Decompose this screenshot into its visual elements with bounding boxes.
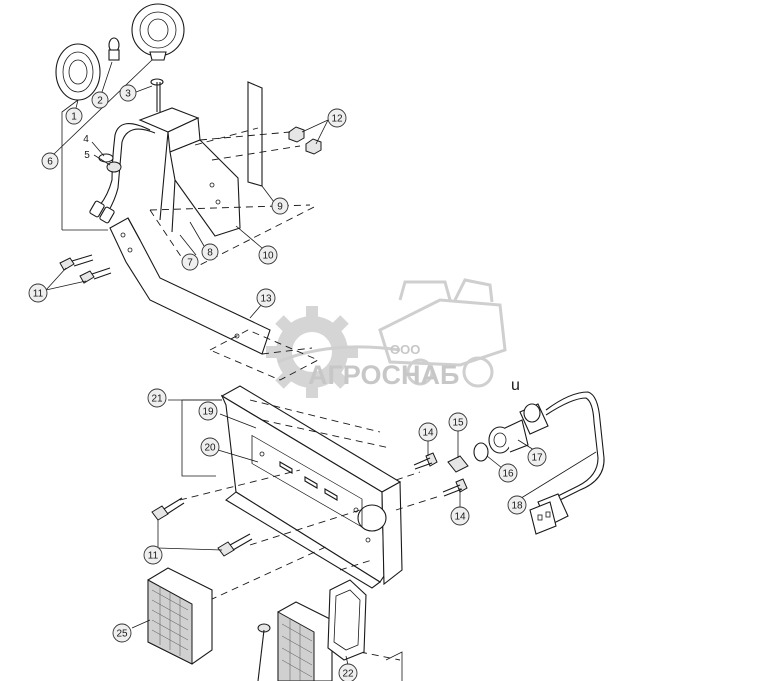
svg-text:14: 14 xyxy=(454,512,466,523)
mounting-bolt xyxy=(150,78,164,112)
bolt-upper-14 xyxy=(413,452,438,470)
svg-text:11: 11 xyxy=(148,551,159,562)
watermark-prefix: ООО xyxy=(390,342,420,357)
callout-22: 22 xyxy=(338,663,358,681)
svg-text:19: 19 xyxy=(202,407,214,418)
washer xyxy=(98,153,114,163)
callout-10: 10 xyxy=(258,245,278,265)
lamp-wiring xyxy=(89,123,156,224)
svg-text:14: 14 xyxy=(422,428,434,439)
callout-6: 6 xyxy=(41,152,59,170)
callout-13: 13 xyxy=(256,288,276,308)
svg-text:25: 25 xyxy=(116,629,128,640)
lamp-right xyxy=(131,3,185,61)
callout-2: 2 xyxy=(91,91,109,109)
svg-text:21: 21 xyxy=(151,394,163,405)
callout-19: 19 xyxy=(198,401,218,421)
screw xyxy=(257,623,271,681)
lamp-bracket xyxy=(138,107,241,237)
callout-21: 21 xyxy=(147,388,167,408)
callout-17: 17 xyxy=(527,447,547,467)
callout-3: 3 xyxy=(119,84,137,102)
callout-9: 9 xyxy=(271,197,289,215)
lamp-bulb xyxy=(108,37,120,61)
callout-14-upper: 14 xyxy=(418,422,438,442)
harvester-icon xyxy=(378,278,507,388)
boom-arm xyxy=(109,217,271,355)
svg-text:10: 10 xyxy=(262,251,274,262)
nut xyxy=(106,161,122,173)
callout-11-top: 11 xyxy=(28,283,48,303)
svg-text:22: 22 xyxy=(342,669,354,680)
callout-16: 16 xyxy=(498,463,518,483)
lens-gasket xyxy=(327,579,367,661)
watermark-company-name: АГРОСНАБ xyxy=(308,360,459,390)
callout-12: 12 xyxy=(327,108,347,128)
callout-14-lower: 14 xyxy=(450,506,470,526)
callout-5: 5 xyxy=(84,150,90,161)
svg-text:5: 5 xyxy=(84,150,90,161)
svg-text:17: 17 xyxy=(531,453,543,464)
callout-1: 1 xyxy=(65,107,83,125)
callout-15: 15 xyxy=(448,412,468,432)
clip xyxy=(447,455,469,473)
callout-8: 8 xyxy=(201,243,219,261)
svg-text:20: 20 xyxy=(204,443,216,454)
wiring-harness-18 xyxy=(529,391,605,535)
svg-text:2: 2 xyxy=(97,96,103,107)
bolt-pair-lower xyxy=(151,497,253,557)
nut-pair xyxy=(288,126,322,155)
svg-text:11: 11 xyxy=(33,289,44,300)
svg-text:6: 6 xyxy=(47,157,53,168)
svg-text:3: 3 xyxy=(125,89,131,100)
support-plate xyxy=(247,81,263,187)
svg-text:1: 1 xyxy=(71,112,77,123)
bolt-lower-14 xyxy=(442,478,468,497)
svg-text:13: 13 xyxy=(260,294,272,305)
svg-text:4: 4 xyxy=(83,134,89,145)
lamp-left xyxy=(55,43,101,101)
callout-18: 18 xyxy=(507,495,527,515)
svg-text:15: 15 xyxy=(452,418,464,429)
callout-11-lower: 11 xyxy=(143,545,163,565)
callout-20: 20 xyxy=(200,437,220,457)
callout-7: 7 xyxy=(181,253,199,271)
tail-lamp-left xyxy=(147,567,213,665)
svg-text:12: 12 xyxy=(331,114,343,125)
svg-text:18: 18 xyxy=(511,501,523,512)
watermark: ООО АГРОСНАБ xyxy=(266,278,507,398)
callout-4: 4 xyxy=(83,134,89,145)
callout-25: 25 xyxy=(112,623,132,643)
tail-lamp-right xyxy=(277,601,333,681)
svg-text:8: 8 xyxy=(207,248,213,259)
svg-text:9: 9 xyxy=(277,202,283,213)
stray-letter: u xyxy=(511,377,520,394)
o-ring xyxy=(473,442,489,462)
bolt-pair-top xyxy=(59,254,112,284)
rear-light-panel xyxy=(220,385,403,589)
svg-text:7: 7 xyxy=(187,258,193,269)
lamp-socket xyxy=(488,403,549,454)
svg-text:16: 16 xyxy=(502,469,514,480)
